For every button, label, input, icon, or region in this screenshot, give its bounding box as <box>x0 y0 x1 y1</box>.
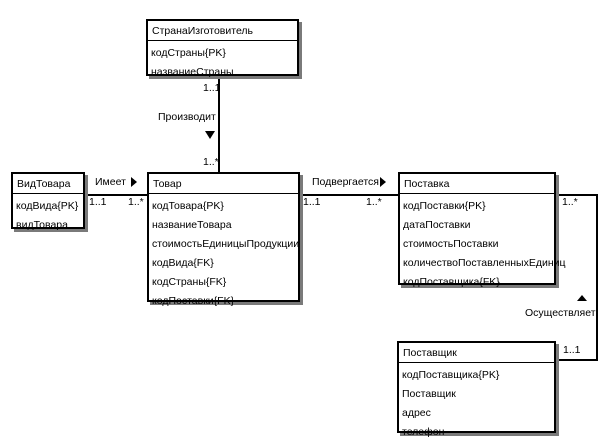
cardinality-label: 1..* <box>203 156 219 168</box>
entity-postavka[interactable]: Поставка кодПоставки{PK} датаПоставки ст… <box>398 172 566 288</box>
attribute: названиеСтраны <box>151 66 234 78</box>
arrow-right-icon <box>380 177 386 187</box>
entity-vid-tovara[interactable]: ВидТовара кодВида{PK} видТовара <box>11 172 85 231</box>
attribute: адрес <box>402 407 431 419</box>
attribute: кодСтраны{PK} <box>151 47 226 59</box>
attribute: кодПоставщика{FK} <box>403 276 500 288</box>
relationship-label: Подвергается <box>312 176 379 188</box>
entity-title: ВидТовара <box>13 174 83 194</box>
attribute: кодПоставки{FK} <box>152 295 235 307</box>
attribute: кодСтраны{FK} <box>152 276 227 288</box>
cardinality-label: 1..1 <box>203 82 221 94</box>
arrow-up-icon <box>577 295 587 301</box>
cardinality-label: 1..* <box>366 196 382 208</box>
cardinality-label: 1..* <box>562 196 578 208</box>
cardinality-label: 1..1 <box>563 344 581 356</box>
entity-title: Поставщик <box>399 343 554 363</box>
attribute: кодВида{FK} <box>152 257 214 269</box>
attribute: кодПоставщика{PK} <box>402 369 500 381</box>
arrow-down-icon <box>205 131 215 139</box>
attribute: кодВида{PK} <box>16 200 79 212</box>
entity-strana-izgotovitel[interactable]: СтранаИзготовитель кодСтраны{PK} названи… <box>146 19 299 78</box>
attribute: датаПоставки <box>403 219 471 231</box>
entity-title: СтранаИзготовитель <box>148 21 297 41</box>
attribute: Поставщик <box>402 388 456 400</box>
attribute: кодТовара{PK} <box>152 200 224 212</box>
attribute: названиеТовара <box>152 219 232 231</box>
entity-title: Товар <box>149 174 298 194</box>
line-osushestvlyaet <box>556 194 598 361</box>
attribute: количествоПоставленныхЕдиниц <box>403 257 566 269</box>
relationship-label: Осуществляет <box>525 307 596 319</box>
cardinality-label: 1..1 <box>89 196 107 208</box>
entity-postavshik[interactable]: Поставщик кодПоставщика{PK} Поставщик ад… <box>397 341 556 438</box>
attribute: стоимостьЕдиницыПродукции <box>152 238 300 250</box>
relationship-label: Имеет <box>95 176 126 188</box>
cardinality-label: 1..1 <box>303 196 321 208</box>
attribute: стоимостьПоставки <box>403 238 499 250</box>
attribute: телефон <box>402 426 445 438</box>
arrow-right-icon <box>131 177 137 187</box>
attribute: кодПоставки{PK} <box>403 200 486 212</box>
cardinality-label: 1..* <box>128 196 144 208</box>
relationship-label: Производит <box>158 111 216 123</box>
attribute: видТовара <box>16 219 68 231</box>
entity-title: Поставка <box>400 174 554 194</box>
entity-tovar[interactable]: Товар кодТовара{PK} названиеТовара стоим… <box>147 172 300 307</box>
